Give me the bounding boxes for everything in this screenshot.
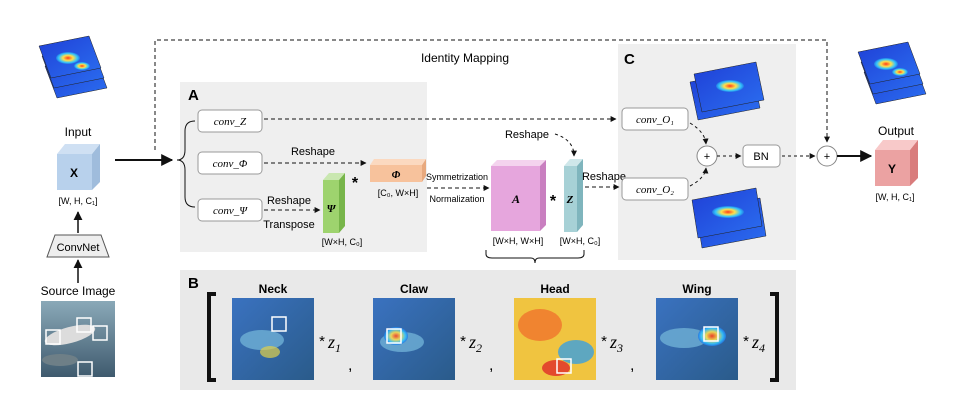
input-cube: [57, 144, 100, 190]
part-1-separator: ,: [348, 357, 352, 374]
convnet-block: [46, 234, 110, 258]
phi-tensor-symbol: Φ: [392, 169, 401, 181]
conv-psi-box: [197, 198, 263, 222]
conv-psi-label: conv_Ψ: [213, 205, 248, 217]
part-3-multiply: *: [601, 333, 607, 350]
output-label: Output: [878, 124, 915, 138]
panel-c-letter: C: [624, 51, 635, 68]
phi-tensor: [370, 159, 426, 182]
conv-o1-label: conv_O₁: [636, 114, 674, 126]
input-label: Input: [65, 125, 92, 139]
z-tensor-dims: [W×H, C₀]: [560, 236, 601, 246]
input-dims: [W, H, C₁]: [58, 196, 97, 206]
phi-tensor-dims: [C₀, W×H]: [378, 188, 419, 198]
conv-o1-box: [621, 107, 689, 131]
part-2-name: Claw: [400, 282, 429, 296]
conv-phi-box: [197, 151, 263, 175]
a-z-multiply: *: [550, 193, 557, 210]
normalization-label: Normalization: [429, 194, 484, 204]
o2-reshape-label: Reshape: [582, 171, 626, 183]
o2-heatmap-stack: [691, 187, 767, 249]
output-dims: [W, H, C₁]: [875, 192, 914, 202]
az-brace: [485, 250, 585, 264]
part-1-name: Neck: [259, 282, 288, 296]
part-3-name: Head: [540, 282, 569, 296]
part-4-multiply: *: [743, 333, 749, 350]
input-cube-symbol: X: [70, 166, 78, 180]
output-cube: [875, 140, 918, 186]
conv-o2-box: [621, 177, 689, 201]
part-2-attention-map: [373, 298, 455, 380]
z-tensor-symbol: Z: [566, 194, 574, 206]
psi-reshape-label: Reshape: [267, 195, 311, 207]
z-reshape-arrow: [554, 133, 577, 157]
conv-phi-label: conv_Φ: [213, 158, 248, 170]
parts-right-bracket: [770, 292, 779, 382]
sum-node-1-symbol: +: [704, 151, 710, 163]
z-tensor: [564, 159, 583, 232]
part-2-multiply: *: [460, 333, 466, 350]
bn-label: BN: [753, 151, 768, 163]
panel-b-letter: B: [188, 275, 199, 292]
part-3-attention-map: [514, 298, 596, 380]
part-4-attention-map: [656, 298, 738, 380]
psi-tensor-dims: [W×H, C₀]: [322, 237, 363, 247]
input-heatmap-stack: [38, 35, 108, 99]
part-1-attention-map: [232, 298, 314, 380]
part-3-separator: ,: [630, 357, 634, 374]
identity-mapping-arrow: [154, 39, 830, 150]
branch-brace: [176, 120, 196, 208]
z-reshape-label: Reshape: [505, 129, 549, 141]
output-heatmap-stack: [857, 41, 927, 105]
parts-left-bracket: [207, 292, 216, 382]
conv-z-label: conv_Z: [214, 116, 247, 128]
psi-phi-multiply: *: [352, 175, 359, 192]
conv-z-box: [197, 109, 263, 133]
bn-box: [742, 144, 781, 168]
part-2-coefficient: z2: [468, 332, 482, 355]
part-1-multiply: *: [319, 333, 325, 350]
convnet-label: ConvNet: [57, 242, 100, 254]
psi-tensor-symbol: Ψ: [327, 203, 337, 215]
part-2-separator: ,: [489, 357, 493, 374]
output-cube-symbol: Y: [888, 162, 896, 176]
a-tensor: [491, 160, 546, 231]
o1-to-plus-arrow: [689, 122, 709, 145]
conv-o2-label: conv_O₂: [636, 184, 674, 196]
a-tensor-symbol: A: [511, 192, 520, 206]
source-image-label: Source Image: [41, 284, 116, 298]
symmetrization-label: Symmetrization: [426, 172, 488, 182]
a-tensor-dims: [W×H, W×H]: [493, 236, 544, 246]
identity-mapping-label: Identity Mapping: [421, 51, 509, 65]
part-4-coefficient: z4: [751, 332, 765, 355]
panel-a-letter: A: [188, 87, 199, 104]
part-1-coefficient: z1: [327, 332, 341, 355]
psi-transpose-label: Transpose: [263, 219, 315, 231]
o1-heatmap-stack: [689, 61, 765, 121]
sum-node-2-symbol: +: [824, 151, 830, 163]
part-4-name: Wing: [682, 282, 711, 296]
phi-reshape-label: Reshape: [291, 146, 335, 158]
psi-tensor: [323, 173, 345, 233]
o2-to-plus-arrow: [689, 167, 709, 187]
source-image: [41, 301, 115, 377]
part-3-coefficient: z3: [609, 332, 623, 355]
